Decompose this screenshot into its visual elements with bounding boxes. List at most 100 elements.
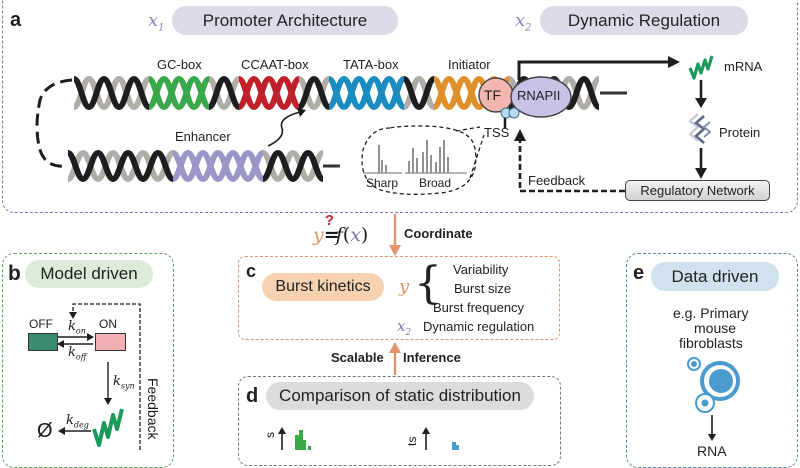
feedback-path bbox=[518, 140, 625, 193]
ksyn-label: ksyn bbox=[113, 374, 135, 391]
mrna-to-protein-arrowhead bbox=[695, 98, 707, 108]
enhancer-helix-strand-b bbox=[261, 150, 280, 182]
rnapii-shape bbox=[510, 76, 572, 118]
promoter-helix-strand-b bbox=[222, 76, 241, 110]
hist-left-bar-2 bbox=[299, 430, 303, 450]
hist-left-bar-3 bbox=[303, 440, 306, 450]
hist-left-bar-4 bbox=[308, 446, 311, 450]
off-state-box bbox=[28, 333, 58, 351]
rna-seq-label-partial: RNA bbox=[697, 443, 727, 459]
enhancer-helix-strand-b bbox=[306, 150, 325, 182]
enhancer-arrow bbox=[267, 111, 301, 147]
tss-callout-ellipse bbox=[361, 125, 477, 195]
enhancer-helix-strand-b bbox=[156, 150, 175, 182]
promoter-helix-strand-b bbox=[282, 76, 301, 110]
mrna-label: mRNA bbox=[724, 59, 763, 74]
x1-symbol: x1 bbox=[148, 10, 165, 34]
promoter-helix-strand-b bbox=[117, 76, 136, 110]
rnapii-label: RNAPII bbox=[517, 88, 561, 103]
tata-box-label: TATA-box bbox=[343, 57, 399, 72]
enhancer-helix-strand-b bbox=[111, 150, 130, 182]
enhancer-helix-strand-b bbox=[171, 150, 190, 182]
on-label: ON bbox=[99, 317, 117, 331]
promoter-helix-strand-b bbox=[342, 76, 361, 110]
promoter-architecture-pill: Promoter Architecture bbox=[172, 6, 398, 35]
enhancer-helix-strand-b bbox=[186, 150, 205, 182]
ksyn-arrowhead bbox=[104, 398, 112, 405]
protein-icon bbox=[688, 113, 712, 144]
model-feedback-path bbox=[72, 303, 141, 450]
enhancer-helix-strand-b bbox=[216, 150, 235, 182]
dynamic-regulation-label: Dynamic regulation bbox=[423, 319, 535, 334]
burst-kinetics-pill: Burst kinetics bbox=[262, 273, 384, 301]
panel-d-histograms bbox=[278, 427, 459, 450]
initiator-label: Initiator bbox=[448, 57, 491, 72]
x2-symbol: x2 bbox=[515, 10, 532, 34]
panel-a bbox=[2, 0, 798, 213]
cell-medium-nucleus bbox=[701, 399, 709, 407]
model-feedback-arrowhead bbox=[69, 312, 77, 319]
broad-label: Broad bbox=[419, 176, 452, 190]
inference-label: Inference bbox=[403, 350, 461, 365]
enhancer-helix-strand-b bbox=[96, 150, 115, 182]
burst-size-label: Burst size bbox=[454, 281, 512, 296]
promoter-helix-strand-b bbox=[312, 76, 331, 110]
panel-b-label: b bbox=[8, 262, 21, 285]
hist-left-bar-1 bbox=[295, 435, 299, 450]
cell-small-nucleus bbox=[691, 361, 697, 367]
cell-type-line-1: e.g. Primary bbox=[673, 305, 749, 321]
enhancer-arrowhead bbox=[297, 108, 306, 117]
cell-large-nucleus bbox=[709, 369, 733, 393]
enhancer-helix-strand-b bbox=[231, 150, 250, 182]
promoter-helix-strand-b bbox=[462, 76, 481, 110]
model-arrows bbox=[57, 303, 141, 450]
enhancer-helix-strand-b bbox=[66, 150, 85, 182]
hist-right-bar-1 bbox=[452, 442, 456, 450]
sharp-label: Sharp bbox=[366, 176, 399, 190]
promoter-helix-strand-b bbox=[297, 76, 316, 110]
promoter-helix-strand-b bbox=[237, 76, 256, 110]
promoter-helix-strand-b bbox=[177, 76, 196, 110]
gc-box-label: GC-box bbox=[157, 57, 202, 72]
hist-right-bar-2 bbox=[456, 445, 459, 450]
static-distribution-pill: Comparison of static distribution bbox=[266, 382, 534, 410]
variability-label: Variability bbox=[453, 262, 509, 277]
panel-c-label: c bbox=[246, 261, 257, 281]
promoter-helix-strand-b bbox=[207, 76, 226, 110]
kon-arrowhead bbox=[87, 333, 94, 341]
burst-frequency-label: Burst frequency bbox=[433, 300, 525, 315]
promoter-helix-strand-b bbox=[267, 76, 286, 110]
tss-bubble-2 bbox=[508, 107, 520, 119]
regulatory-network-box: Regulatory Network bbox=[625, 180, 770, 201]
promoter-helix-strand-b bbox=[402, 76, 421, 110]
cell-small bbox=[687, 357, 701, 371]
promoter-helix-strand-b bbox=[447, 76, 466, 110]
koff-label: koff bbox=[68, 345, 87, 362]
kdeg-arrowhead bbox=[58, 427, 65, 435]
c-x2-symbol: x2 bbox=[397, 317, 412, 338]
feedback-arrowhead bbox=[514, 129, 526, 141]
enhancer-label: Enhancer bbox=[175, 129, 231, 144]
tss-peak-bars bbox=[378, 140, 449, 173]
protein-label: Protein bbox=[719, 125, 761, 140]
hist-right-yaxis-arrowhead bbox=[422, 427, 430, 434]
promoter-helix-strand-b bbox=[417, 76, 436, 110]
tss-callout-line-2 bbox=[469, 134, 485, 179]
promoter-helix-strand-b bbox=[327, 76, 346, 110]
transcription-arrowhead bbox=[668, 56, 680, 68]
mrna-icon bbox=[688, 55, 714, 80]
promoter-helix-strand-b bbox=[192, 76, 211, 110]
empty-set-symbol: Ø bbox=[37, 420, 53, 442]
cell-type-line-2: mouse bbox=[694, 320, 737, 336]
kon-label: kon bbox=[68, 319, 86, 336]
data-driven-pill: Data driven bbox=[651, 262, 779, 291]
model-driven-pill: Model driven bbox=[25, 260, 153, 288]
panel-a-label: a bbox=[10, 9, 22, 31]
off-label: OFF bbox=[29, 317, 53, 331]
promoter-helix-strand-b bbox=[87, 76, 106, 110]
promoter-helix-strand-b bbox=[387, 76, 406, 110]
ccaat-box-label: CCAAT-box bbox=[241, 57, 309, 72]
panel-e-label: e bbox=[633, 262, 645, 284]
cell-type-line-3: fibroblasts bbox=[679, 335, 743, 351]
burst-y-symbol: y bbox=[399, 276, 410, 297]
